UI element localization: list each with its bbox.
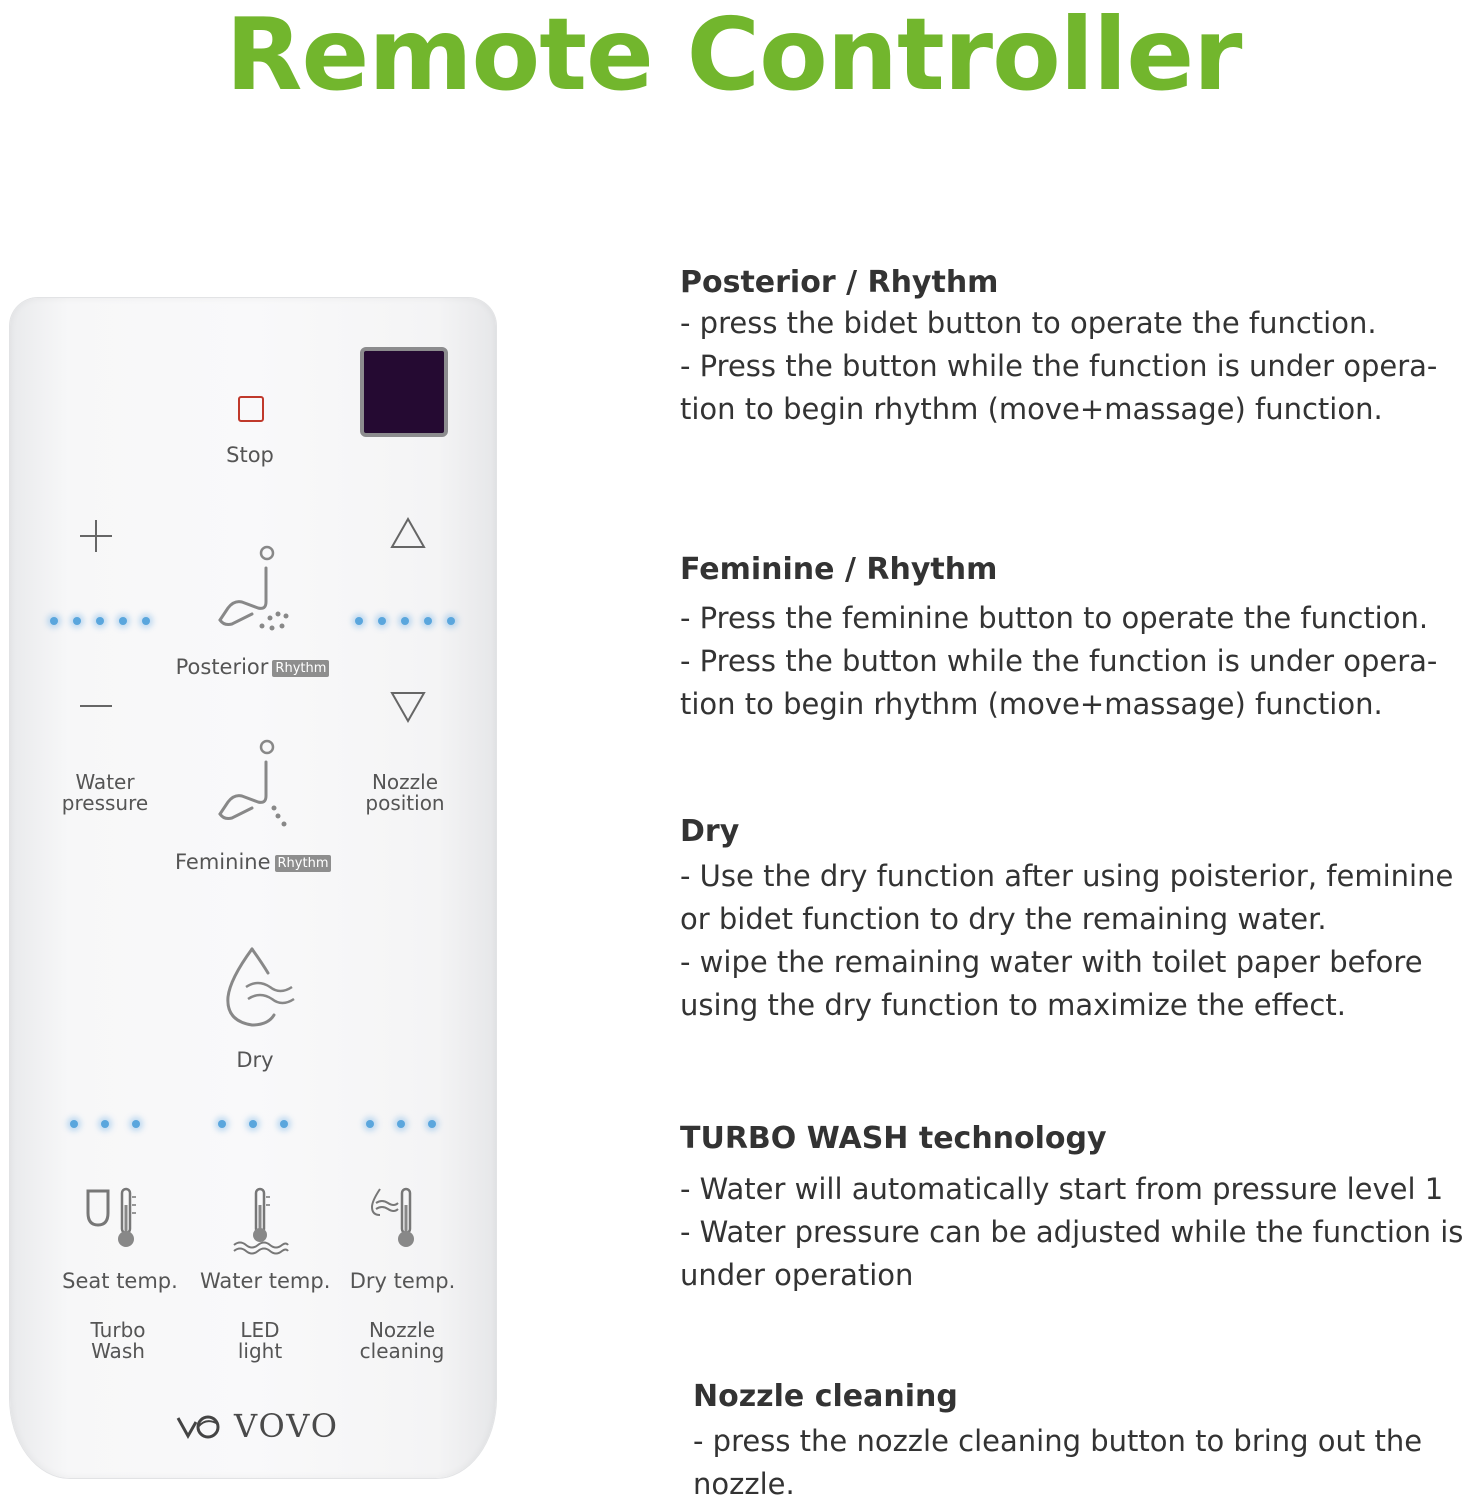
page-title: Remote Controller (225, 0, 1243, 113)
indicator-dot (397, 1120, 405, 1128)
section-heading: Posterior / Rhythm (680, 265, 999, 300)
section-line: - press the nozzle cleaning button to br… (693, 1424, 1423, 1458)
section-line: nozzle. (693, 1467, 795, 1501)
section-heading: Nozzle cleaning (693, 1379, 958, 1414)
dry-temp-label: Dry temp. (349, 1269, 456, 1293)
section-heading: Dry (680, 814, 740, 849)
water-temp-label: Water temp. (200, 1269, 331, 1293)
posterior-icon[interactable] (212, 540, 298, 640)
indicator-dot (428, 1120, 436, 1128)
indicator-dot (73, 617, 81, 625)
section-line: - Press the button while the function is… (680, 349, 1438, 383)
section-turbo-wash: TURBO WASH technology - Water will autom… (680, 1122, 1467, 1297)
section-line: under operation (680, 1258, 914, 1292)
section-line: tion to begin rhythm (move+massage) func… (680, 392, 1383, 426)
posterior-text: Posterior (175, 655, 269, 679)
water-temp-indicator (218, 1120, 288, 1128)
indicator-dot (70, 1120, 78, 1128)
indicator-dot (401, 617, 409, 625)
feminine-text: Feminine (175, 850, 271, 874)
nozzle-cleaning-label: Nozzle cleaning (359, 1318, 445, 1363)
vovo-logo-icon (176, 1415, 220, 1440)
indicator-dot (355, 617, 363, 625)
section-line: - Water pressure can be adjusted while t… (680, 1215, 1464, 1249)
seat-temp-label: Seat temp. (62, 1269, 178, 1293)
indicator-dot (447, 617, 455, 625)
indicator-dot (101, 1120, 109, 1128)
water-temp-icon[interactable] (230, 1185, 292, 1255)
stop-label: Stop (226, 443, 274, 467)
indicator-dot (424, 617, 432, 625)
brand-logo: VOVO (176, 1407, 339, 1445)
feminine-icon[interactable] (212, 734, 298, 834)
section-line: - wipe the remaining water with toilet p… (680, 945, 1423, 979)
section-dry: Dry - Use the dry function after using p… (680, 815, 1467, 1027)
dry-temp-indicator (366, 1120, 436, 1128)
indicator-dot (142, 617, 150, 625)
indicator-dot (378, 617, 386, 625)
section-line: or bidet function to dry the remaining w… (680, 902, 1327, 936)
stop-button[interactable] (238, 396, 264, 422)
remote-display (360, 347, 448, 437)
dry-temp-icon[interactable] (370, 1185, 430, 1251)
section-heading: TURBO WASH technology (680, 1121, 1107, 1156)
section-line: - Water will automatically start from pr… (680, 1172, 1444, 1206)
turbo-wash-label: Turbo Wash (90, 1318, 146, 1363)
nozzle-up-icon[interactable] (390, 516, 426, 550)
section-line: - Press the button while the function is… (680, 644, 1438, 678)
rhythm-tag: Rhythm (274, 855, 332, 872)
nozzle-position-indicator (355, 617, 455, 625)
seat-temp-icon[interactable] (82, 1185, 142, 1251)
seat-temp-indicator (70, 1120, 140, 1128)
dry-label: Dry (236, 1048, 274, 1072)
section-heading: Feminine / Rhythm (680, 552, 998, 587)
section-feminine: Feminine / Rhythm - Press the feminine b… (680, 553, 1467, 726)
indicator-dot (119, 617, 127, 625)
brand-name: VOVO (234, 1407, 339, 1445)
minus-icon[interactable] (78, 698, 114, 714)
section-posterior: Posterior / Rhythm - press the bidet but… (680, 266, 1467, 431)
remote-controller (10, 298, 496, 1478)
section-line: - Press the feminine button to operate t… (680, 601, 1429, 635)
water-pressure-indicator (50, 617, 150, 625)
section-line: tion to begin rhythm (move+massage) func… (680, 687, 1383, 721)
section-nozzle-cleaning: Nozzle cleaning - press the nozzle clean… (693, 1380, 1467, 1506)
indicator-dot (50, 617, 58, 625)
nozzle-down-icon[interactable] (390, 690, 426, 724)
indicator-dot (132, 1120, 140, 1128)
nozzle-position-label: Nozzle position (365, 770, 445, 815)
section-line: - press the bidet button to operate the … (680, 306, 1377, 340)
water-pressure-label: Water pressure (61, 770, 149, 815)
section-line: using the dry function to maximize the e… (680, 988, 1346, 1022)
indicator-dot (280, 1120, 288, 1128)
led-light-label: LED light (237, 1318, 283, 1363)
indicator-dot (249, 1120, 257, 1128)
indicator-dot (96, 617, 104, 625)
dry-icon[interactable] (218, 945, 298, 1031)
section-line: - Use the dry function after using poist… (680, 859, 1454, 893)
indicator-dot (218, 1120, 226, 1128)
plus-icon[interactable] (78, 518, 114, 554)
rhythm-tag: Rhythm (272, 660, 330, 677)
indicator-dot (366, 1120, 374, 1128)
